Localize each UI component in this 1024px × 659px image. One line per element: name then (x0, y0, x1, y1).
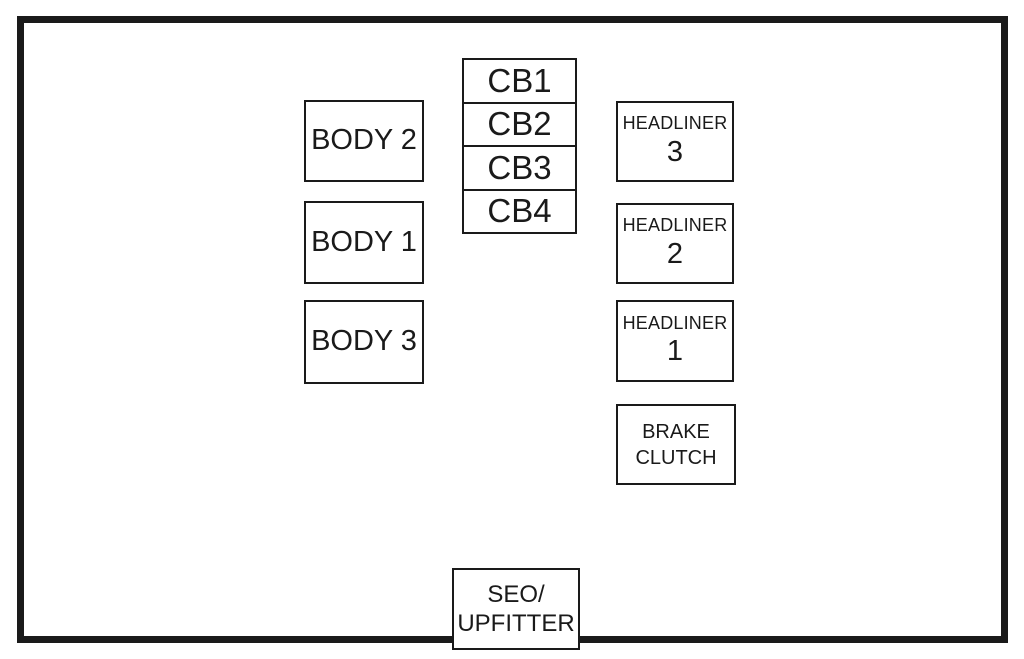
circuit-breaker-cb4: CB4 (464, 188, 575, 233)
fuse-box-brake-label: BRAKE (642, 420, 710, 443)
fuse-box-brake-clutch: BRAKE CLUTCH (616, 404, 736, 485)
fuse-box-headliner-3-number: 3 (666, 135, 684, 168)
fuse-box-body-1: BODY 1 (304, 201, 424, 284)
fuse-box-headliner-1-number: 1 (666, 335, 684, 368)
circuit-breaker-cb1: CB1 (487, 61, 552, 99)
fuse-box-seo-label: SEO/ (487, 581, 545, 608)
fuse-box-headliner-1-label: HEADLINER (622, 312, 728, 333)
circuit-breaker-cb2: CB2 (464, 101, 575, 146)
fuse-box-headliner-3: HEADLINER 3 (616, 101, 734, 182)
fuse-panel-outline: BODY 2 BODY 1 BODY 3 CB1 CB2 CB3 CB4 HEA… (17, 16, 1008, 650)
fuse-box-headliner-2-number: 2 (666, 237, 684, 270)
fuse-box-body-2: BODY 2 (304, 100, 424, 182)
fuse-box-clutch-label: CLUTCH (635, 446, 717, 469)
fuse-box-body-3: BODY 3 (304, 300, 424, 384)
fuse-box-seo-upfitter: SEO/ UPFITTER (452, 568, 580, 650)
fuse-box-headliner-2-label: HEADLINER (622, 215, 728, 236)
fuse-box-headliner-1: HEADLINER 1 (616, 300, 734, 382)
fuse-box-body-3-label: BODY 3 (311, 325, 417, 358)
fuse-box-body-1-label: BODY 1 (311, 225, 417, 258)
circuit-breaker-cb3: CB3 (464, 145, 575, 189)
fuse-box-upfitter-label: UPFITTER (457, 610, 575, 637)
fuse-box-headliner-3-label: HEADLINER (622, 113, 728, 134)
fuse-box-body-2-label: BODY 2 (311, 124, 417, 157)
circuit-breaker-stack: CB1 CB2 CB3 CB4 (462, 58, 577, 234)
fuse-box-headliner-2: HEADLINER 2 (616, 203, 734, 284)
